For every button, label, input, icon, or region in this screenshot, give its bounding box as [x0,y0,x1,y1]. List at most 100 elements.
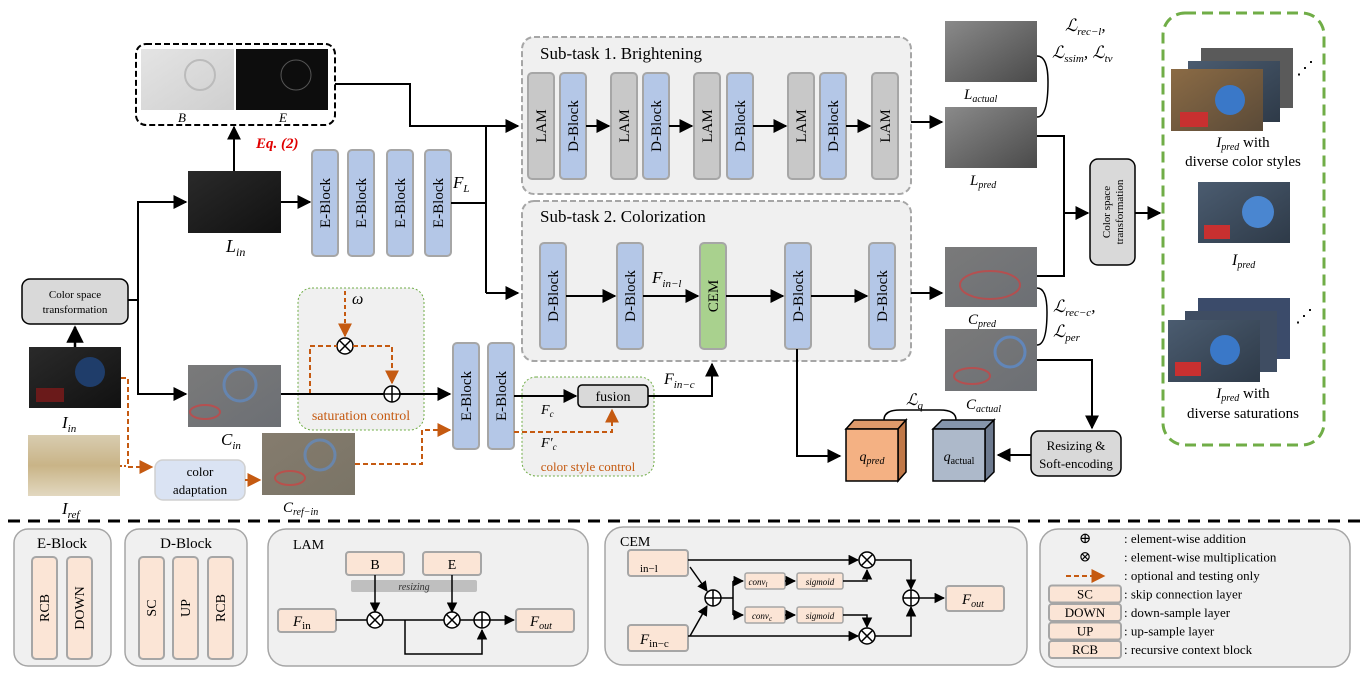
eblocks-chroma: E-Block E-Block [452,342,515,450]
l-pred-label: Lpred [969,173,997,191]
subtask1-block-label: D-Block [649,100,665,152]
legend-text: : down-sample layer [1124,605,1231,620]
legend-text: : element-wise multiplication [1124,550,1277,565]
eblock-luma-1: E-Block [318,178,334,228]
color-style-control-label: color style control [541,459,636,474]
lam-detail-panel: LAM B E resizing Fin Fout [267,528,589,667]
subtask1-block-label: LAM [794,109,810,142]
subtask1-block-label: D-Block [733,100,749,152]
svg-text:convc: convc [752,611,773,623]
add-icon: ⊕ [1079,531,1092,547]
svg-text:sigmoid: sigmoid [806,577,835,587]
q-actual-cube: qactual [931,418,996,483]
svg-text:CEM: CEM [620,535,651,550]
cem-f-out-box [945,585,1005,612]
loss-rec-l: ℒrec−l, [1065,16,1106,38]
eblock-chroma-1: E-Block [459,371,475,421]
subtask2-block-label: CEM [706,280,722,313]
legend-text: : optional and testing only [1124,568,1260,583]
legend-text: : recursive context block [1124,642,1253,657]
svg-text:in−l: in−l [640,563,658,575]
legend-row: RCB : recursive context block [1048,640,1253,659]
loss-per: ℒper [1053,322,1081,344]
subtask2-block-label: D-Block [875,270,891,322]
subtask1-block-lam [871,72,899,180]
b-label: B [178,110,186,125]
subtask1-title: Sub-task 1. Brightening [540,44,702,63]
f-c-label: Fc [540,403,554,419]
eblock-layer-down: DOWN [73,586,88,630]
subtask2-block-label: D-Block [623,270,639,322]
multiply-icon: ⊗ [1079,550,1092,566]
e-label: E [278,110,287,125]
legend-text: : up-sample layer [1124,624,1215,639]
loss-q: ℒq [906,392,924,412]
cem-f-in-l-box [627,549,689,577]
color-style-control-panel: fusion Fc F′c color style control [521,376,655,477]
svg-text:qactual: qactual [944,450,975,467]
legend-text: : element-wise addition [1124,531,1247,546]
styles-caption-2: diverse color styles [1185,154,1301,170]
l-actual-image [945,21,1037,82]
legend-layer-name: UP [1077,624,1094,639]
sat-caption-1: Ipred with [1215,386,1270,404]
svg-text:transformation: transformation [1114,179,1126,244]
eblock-luma-2: E-Block [354,178,370,228]
subtask2-title: Sub-task 2. Colorization [540,207,706,226]
legend-row: SC: skip connection layer [1048,584,1243,604]
legend-layer-box [1048,603,1122,622]
dblock-layer-rcb: RCB [214,594,229,622]
svg-text:D-Block: D-Block [160,536,212,552]
subtask1-block-label: D-Block [566,100,582,152]
svg-text:Fin−c: Fin−c [639,632,669,650]
color-space-transform-right: Color space transformation [1089,158,1136,266]
svg-text:qpred: qpred [860,450,886,467]
legend-layer-name: RCB [1072,642,1098,657]
eblock-luma-4: E-Block [431,178,447,228]
c-pred-label: Cpred [968,312,997,330]
dblock-detail-panel: D-Block SC UP RCB [124,528,248,667]
subtask1-block-label: LAM [617,109,633,142]
subtask1-block-lam [610,72,638,180]
i-ref-label: Iref [61,499,81,521]
color-space-transform-left: Color space transformation [21,278,129,325]
sat-caption-2: diverse saturations [1187,406,1299,422]
subtask1-block-lam [527,72,555,180]
loss-rec-c: ℒrec−c, [1053,297,1095,319]
svg-text:Color space: Color space [1101,186,1113,238]
subtask1-block-label: LAM [700,109,716,142]
svg-text:Fout: Fout [529,614,552,632]
svg-text:transformation: transformation [43,304,108,316]
resizing-softencoding-block: Resizing & Soft-encoding [1030,430,1122,477]
fusion-label: fusion [596,390,631,405]
svg-text:adaptation: adaptation [173,482,228,497]
c-in-image [188,365,281,427]
legend-row: ⊕ : element-wise addition [1079,531,1247,547]
c-actual-label: Cactual [966,397,1001,415]
legend-text: : skip connection layer [1124,587,1243,602]
legend-row: ⊗ : element-wise multiplication [1079,550,1277,566]
eblock-luma-3: E-Block [393,178,409,228]
loss-ssim-tv: ℒssim, ℒtv [1052,43,1113,65]
legend-layer-box [1048,621,1122,641]
c-ref-in-label: Cref−in [283,500,318,518]
subtask2-block-dblock [868,242,896,350]
l-in-image [188,171,281,233]
svg-text:color: color [187,464,214,479]
legend-panel: ⊕ : element-wise addition ⊗ : element-wise … [1039,528,1351,668]
subtask1-blocks: LAM D-Block LAM D-Block LAM D-Block LAM D-Block… [527,72,899,180]
legend-layer-box [1048,640,1122,659]
omega-label: ω [352,291,363,308]
legend-row: UP : up-sample layer [1048,621,1215,641]
legend-layer-box [1048,584,1122,604]
b-map-image [141,49,234,110]
subtask1-block-lam [693,72,721,180]
sat-ellipsis: ⋰ [1295,306,1313,326]
c-pred-image [945,247,1037,307]
svg-text:resizing: resizing [398,582,429,593]
cem-f-in-c-box [627,624,689,652]
subtask1-block-label: LAM [534,109,550,142]
svg-text:convl: convl [749,577,768,589]
subtask1-block-label: D-Block [826,100,842,152]
